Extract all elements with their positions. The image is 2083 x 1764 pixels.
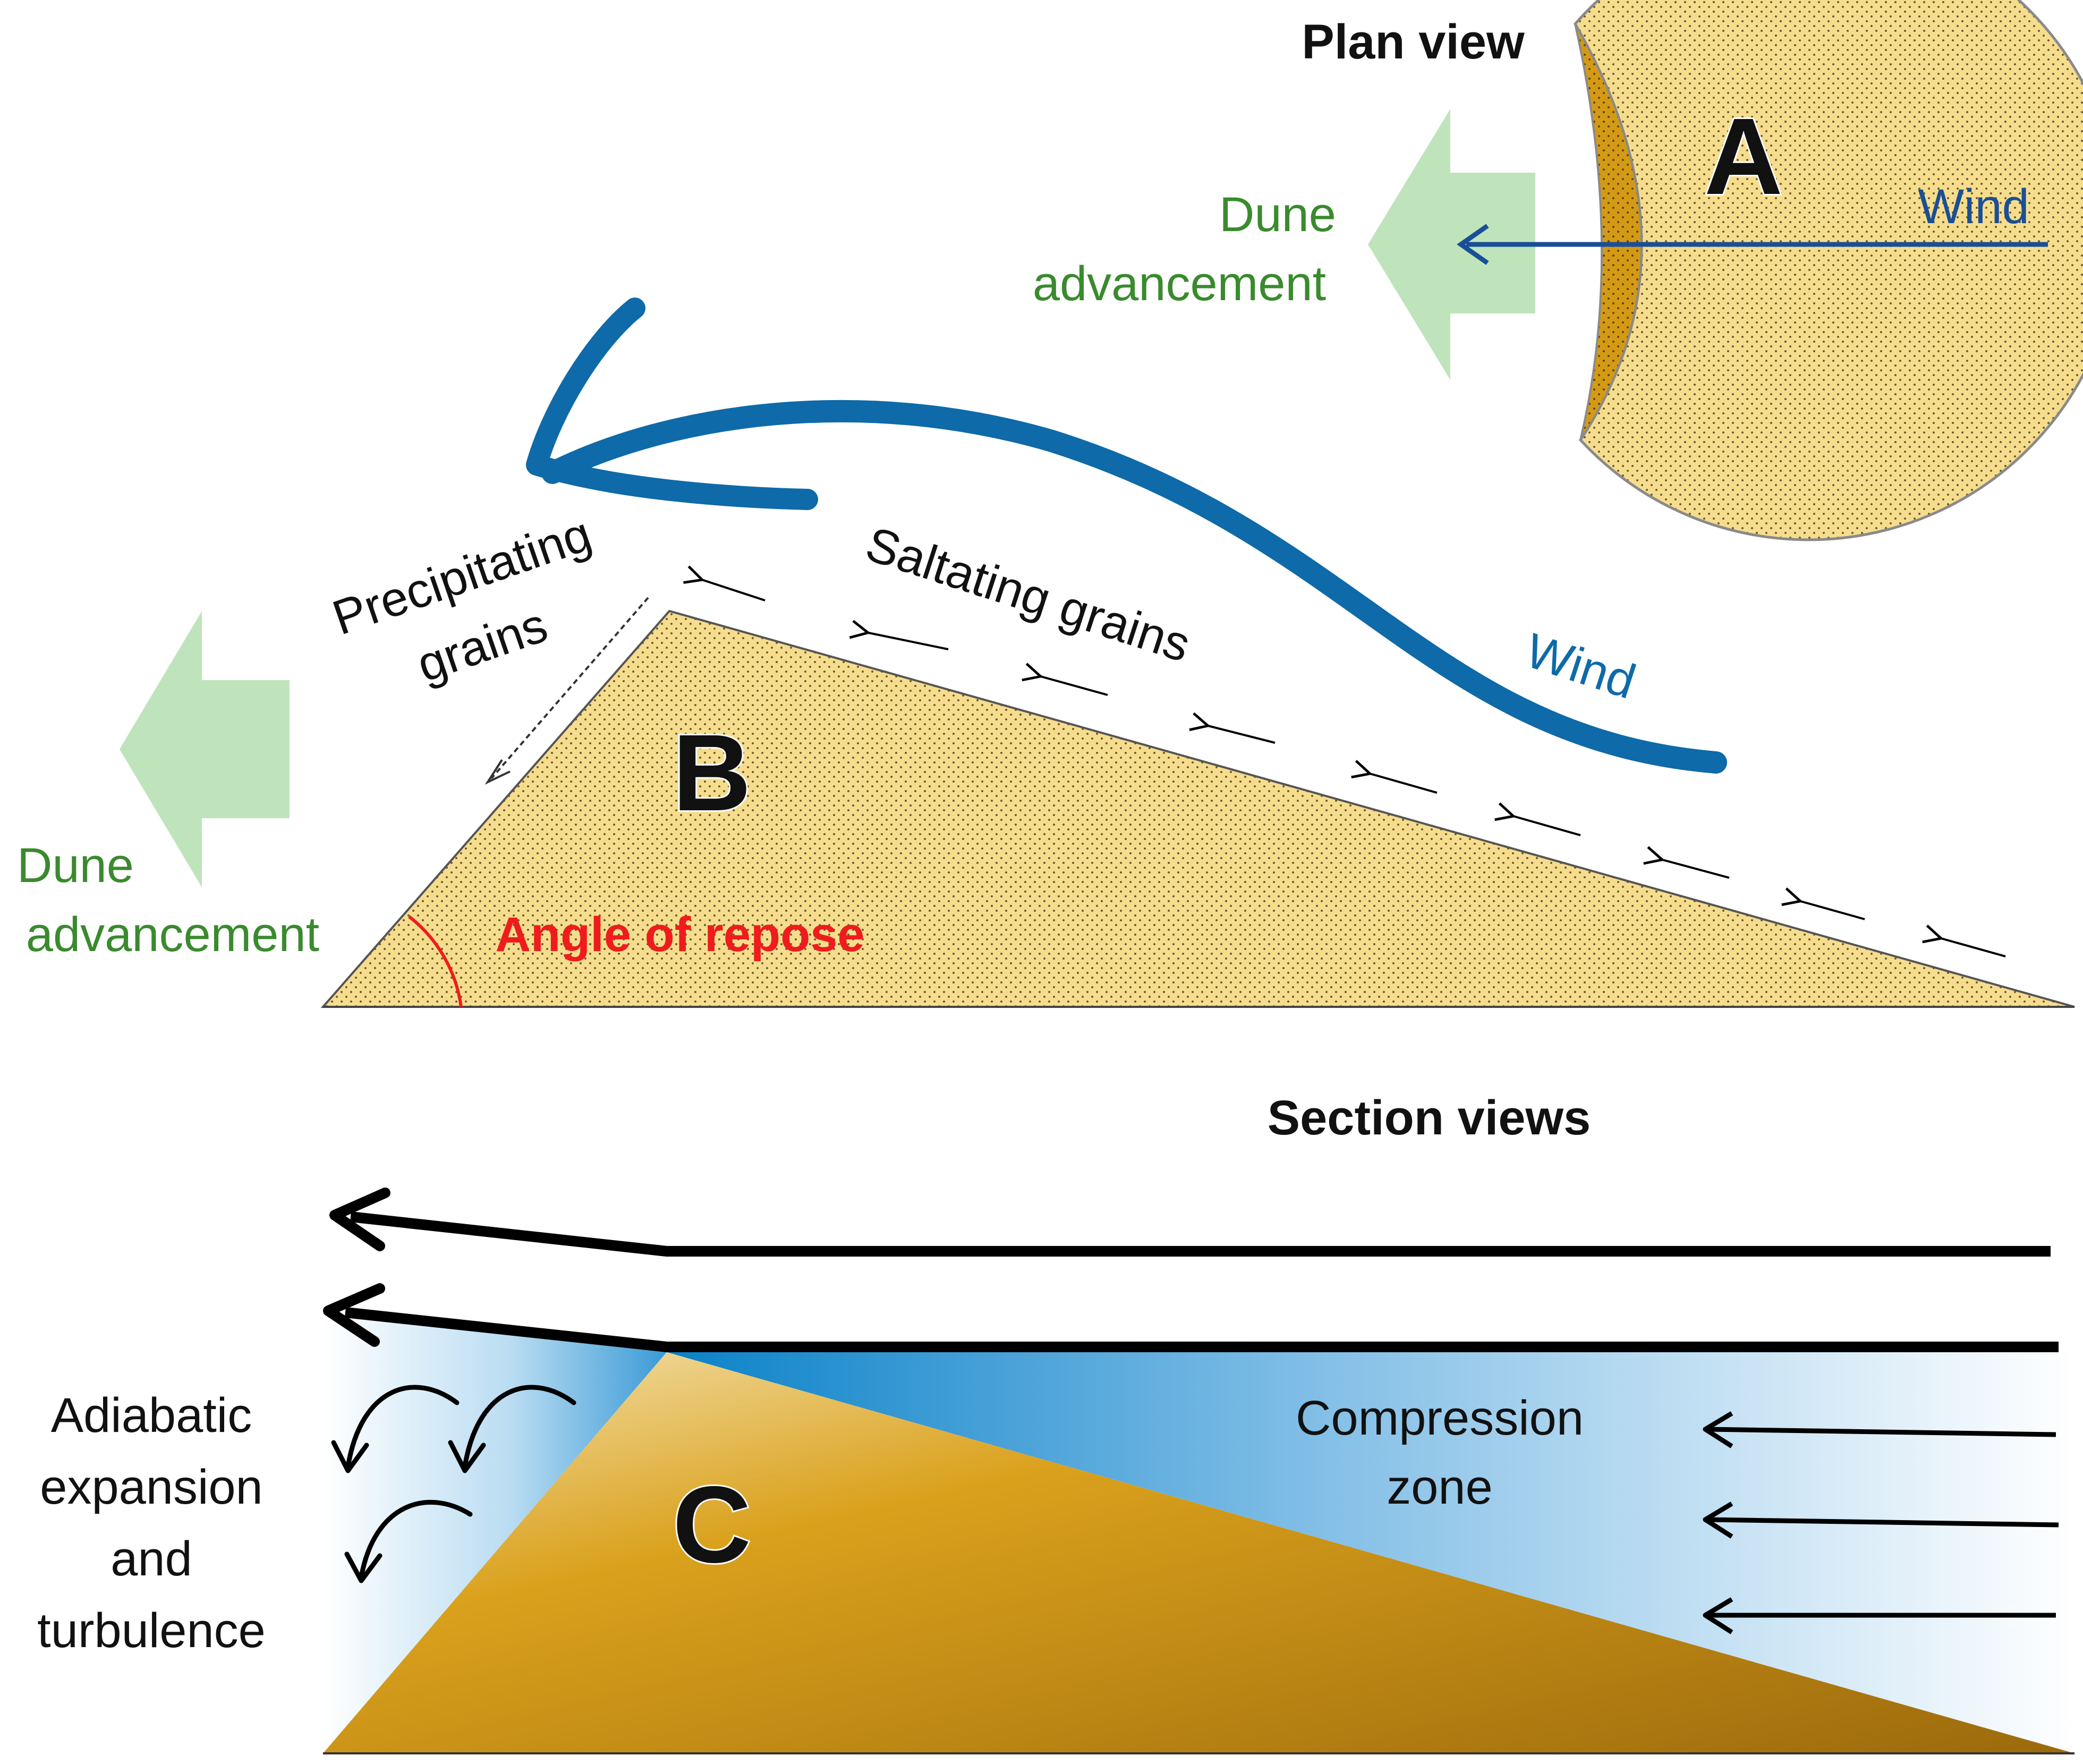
turbulence-label-line3: and [110, 1532, 192, 1586]
turbulence-zone [323, 1312, 667, 1753]
section-b-wind-swoosh-icon [526, 298, 1727, 774]
saltating-grains-label: Saltating grains [860, 517, 1197, 673]
compression-zone-label-line1: Compression [1296, 1391, 1584, 1445]
section-b-letter: B [673, 712, 751, 834]
upper-streamline-arrowhead-icon [329, 1188, 390, 1251]
turbulence-label-line2: expansion [40, 1460, 262, 1514]
compression-zone-label-line2: zone [1387, 1460, 1493, 1514]
section-c-dune [323, 1352, 2075, 1753]
angle-of-repose-arc [408, 915, 463, 1007]
compression-arrows [1703, 1411, 2059, 1634]
section-b-advance-label-line2: advancement [26, 908, 319, 962]
section-views-title: Section views [1268, 1091, 1591, 1145]
section-b-advance-arrow-icon [120, 611, 290, 887]
section-c-letter: C [673, 1464, 751, 1585]
plan-advance-arrow-icon [1368, 109, 1535, 380]
lower-streamline [344, 1307, 2059, 1352]
turbulence-arrow-icon [345, 1385, 460, 1469]
plan-wind-arrowhead-icon [1457, 224, 1489, 265]
upper-streamline [350, 1211, 2051, 1257]
plan-crescent-dune [1573, 0, 2083, 541]
saltating-grain-arrows [700, 579, 2006, 957]
turbulence-label-line1: Adiabatic [51, 1388, 252, 1443]
lower-streamline-arrowhead-icon [323, 1283, 385, 1347]
section-b-advance-label-line1: Dune [17, 838, 134, 893]
turbulence-arrow-icon [359, 1499, 473, 1580]
angle-of-repose-label: Angle of repose [495, 908, 864, 962]
plan-letter-a: A [1704, 96, 1783, 217]
turbulence-label-line4: turbulence [37, 1604, 266, 1658]
streamlines [344, 1211, 2059, 1352]
precipitating-grains-arrow [490, 597, 649, 779]
turbulence-arrows [331, 1385, 576, 1583]
plan-view-title: Plan view [1302, 15, 1525, 69]
plan-wind-label: Wind [1918, 180, 2029, 234]
turbulence-arrow-icon [462, 1385, 576, 1469]
plan-advance-label-line1: Dune [1219, 188, 1336, 242]
section-b-wind-label: Wind [1519, 623, 1642, 709]
plan-advance-label-line2: advancement [1033, 257, 1326, 311]
